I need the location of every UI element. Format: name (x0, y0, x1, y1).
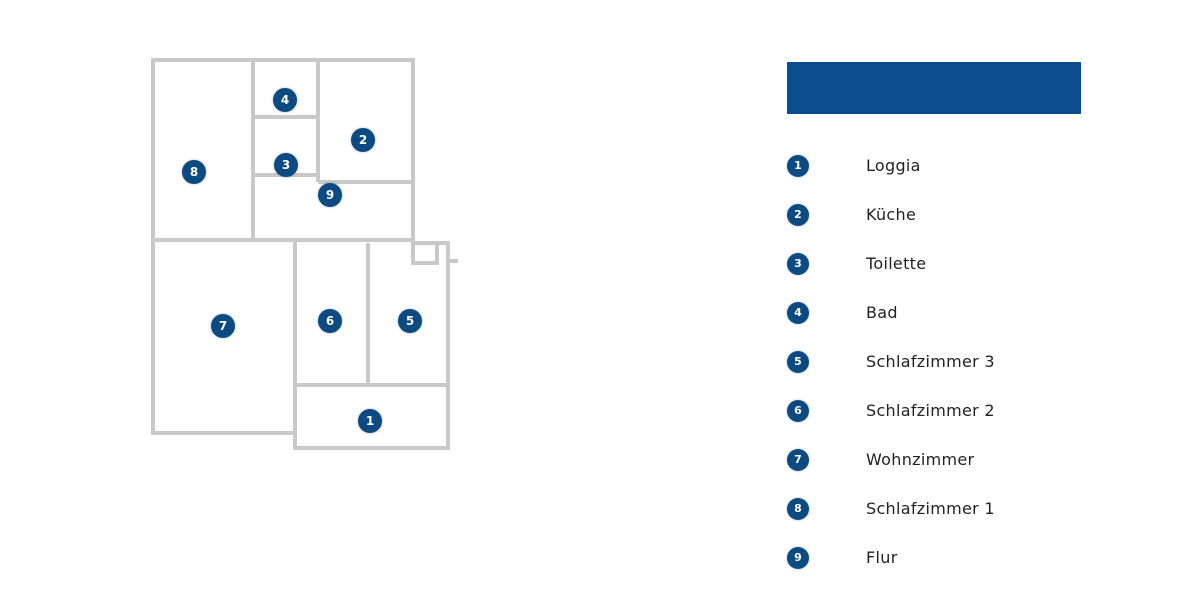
legend-item-toilette[interactable]: 3 Toilette (787, 239, 1081, 288)
legend-badge-7: 7 (787, 448, 809, 471)
legend-badge-4: 4 (787, 301, 809, 324)
legend-label-7: Wohnzimmer (866, 450, 975, 469)
legend-item-list: 1 Loggia 2 Küche 3 Toilette 4 Bad 5 Schl… (787, 141, 1081, 582)
floor-marker-3[interactable]: 3 (274, 153, 298, 177)
room-legend: 1 Loggia 2 Küche 3 Toilette 4 Bad 5 Schl… (787, 62, 1081, 582)
legend-badge-9: 9 (787, 546, 809, 569)
floor-plan-drawing (151, 58, 458, 450)
legend-item-schlafzimmer-3[interactable]: 5 Schlafzimmer 3 (787, 337, 1081, 386)
legend-item-loggia[interactable]: 1 Loggia (787, 141, 1081, 190)
legend-badge-1: 1 (787, 154, 809, 177)
floor-marker-6[interactable]: 6 (318, 309, 342, 333)
legend-label-8: Schlafzimmer 1 (866, 499, 995, 518)
floor-marker-1[interactable]: 1 (358, 409, 382, 433)
legend-label-6: Schlafzimmer 2 (866, 401, 995, 420)
legend-badge-8: 8 (787, 497, 809, 520)
legend-header-bar (787, 62, 1081, 114)
legend-item-wohnzimmer[interactable]: 7 Wohnzimmer (787, 435, 1081, 484)
floor-plan-figure[interactable]: 1 2 3 4 5 6 7 8 9 (140, 45, 480, 465)
legend-label-3: Toilette (866, 254, 927, 273)
legend-label-5: Schlafzimmer 3 (866, 352, 995, 371)
floor-marker-2[interactable]: 2 (351, 128, 375, 152)
legend-badge-6: 6 (787, 399, 809, 422)
lower-top-wall-left (295, 238, 415, 243)
legend-label-1: Loggia (866, 156, 921, 175)
floor-marker-4[interactable]: 4 (273, 88, 297, 112)
legend-badge-5: 5 (787, 350, 809, 373)
legend-item-kueche[interactable]: 2 Küche (787, 190, 1081, 239)
floor-marker-9[interactable]: 9 (318, 183, 342, 207)
upper-block-outline (151, 58, 415, 242)
legend-label-4: Bad (866, 303, 898, 322)
floor-marker-8[interactable]: 8 (182, 160, 206, 184)
floor-marker-7[interactable]: 7 (211, 314, 235, 338)
legend-label-2: Küche (866, 205, 917, 224)
legend-badge-2: 2 (787, 203, 809, 226)
legend-item-schlafzimmer-1[interactable]: 8 Schlafzimmer 1 (787, 484, 1081, 533)
legend-item-flur[interactable]: 9 Flur (787, 533, 1081, 582)
legend-item-bad[interactable]: 4 Bad (787, 288, 1081, 337)
balcony-notch (411, 240, 439, 265)
legend-label-9: Flur (866, 548, 898, 567)
floor-marker-5[interactable]: 5 (398, 309, 422, 333)
legend-badge-3: 3 (787, 252, 809, 275)
legend-item-schlafzimmer-2[interactable]: 6 Schlafzimmer 2 (787, 386, 1081, 435)
